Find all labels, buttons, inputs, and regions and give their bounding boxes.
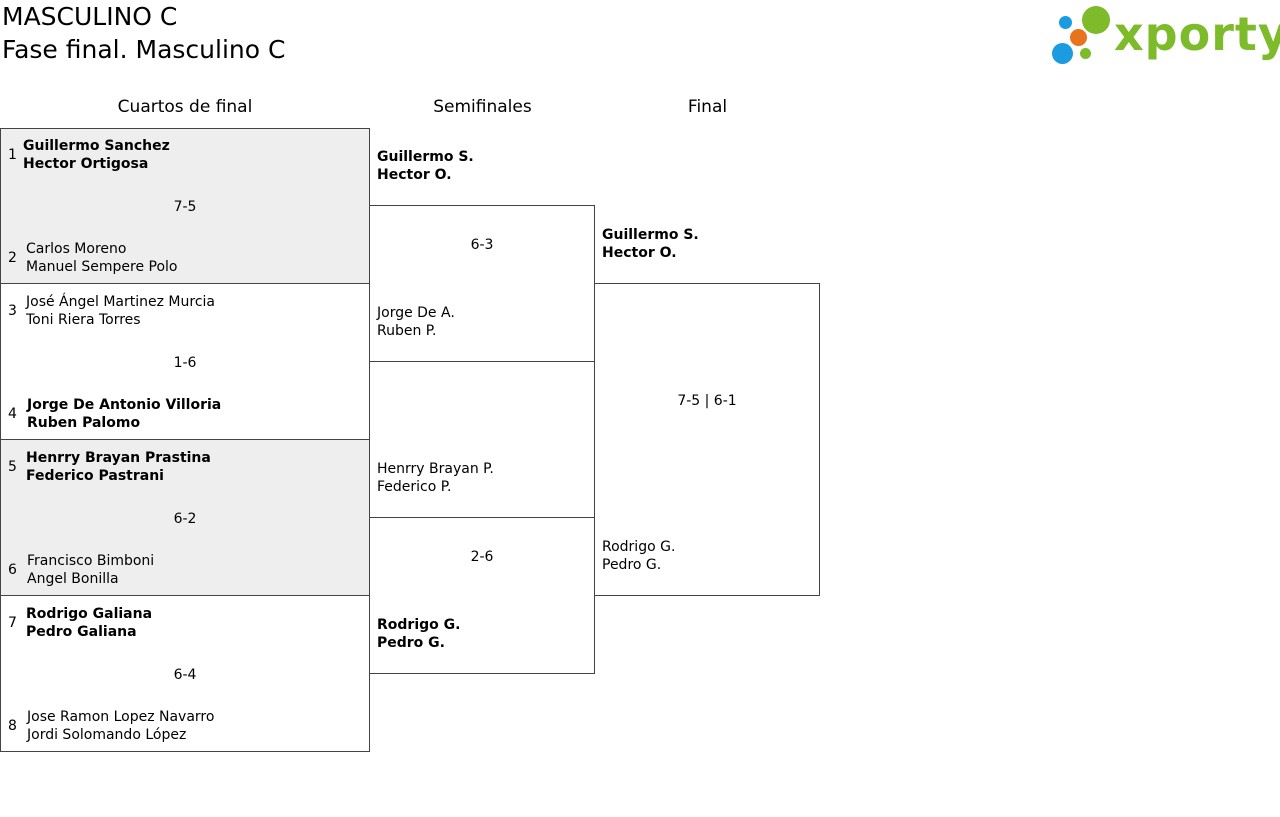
seed-number: 1 <box>8 147 17 163</box>
round-header-final: Final <box>687 97 728 117</box>
player-name: Guillermo S. <box>377 149 474 165</box>
team-bottom: Jorge De Antonio Villoria Ruben Palomo <box>27 396 221 432</box>
player-name: Ruben P. <box>377 323 437 339</box>
player-name: Jordi Solomando López <box>27 727 187 743</box>
quarterfinal-match-1: 1 Guillermo Sanchez Hector Ortigosa 7-5 … <box>0 128 370 284</box>
player-name: Henrry Brayan Prastina <box>26 450 211 466</box>
player-name: Guillermo Sanchez <box>23 138 170 154</box>
player-name: Jorge De A. <box>377 305 455 321</box>
final-team-top: Guillermo S. Hector O. <box>602 226 699 262</box>
player-name: Rodrigo Galiana <box>26 606 153 622</box>
semifinal-1-team-bottom: Jorge De A. Ruben P. <box>377 304 455 340</box>
match-score: 1-6 <box>173 355 197 371</box>
logo-dot-blue-large <box>1052 43 1073 64</box>
player-name: Jose Ramon Lopez Navarro <box>27 709 215 725</box>
player-name: Federico Pastrani <box>26 468 164 484</box>
match-score: 2-6 <box>470 549 494 565</box>
quarterfinal-match-2: 3 José Ángel Martinez Murcia Toni Riera … <box>0 283 370 440</box>
round-header-semifinals: Semifinales <box>433 97 532 117</box>
match-score: 6-2 <box>173 511 197 527</box>
player-name: Hector O. <box>602 245 677 261</box>
player-name: Pedro G. <box>377 635 445 651</box>
team-top: Henrry Brayan Prastina Federico Pastrani <box>26 449 211 485</box>
semifinal-match-2: 2-6 Rodrigo G. Pedro G. <box>369 517 595 674</box>
player-name: José Ángel Martinez Murcia <box>26 294 215 310</box>
team-bottom: Francisco Bimboni Angel Bonilla <box>27 552 154 588</box>
match-score: 7-5 <box>173 199 197 215</box>
team-top: Rodrigo Galiana Pedro Galiana <box>26 605 152 641</box>
player-name: Toni Riera Torres <box>26 312 141 328</box>
match-score: 7-5 | 6-1 <box>677 393 737 409</box>
seed-number: 4 <box>8 406 17 422</box>
xporty-logo: xporty <box>1050 2 1280 68</box>
match-score: 6-3 <box>470 237 494 253</box>
player-name: Manuel Sempere Polo <box>26 259 178 275</box>
logo-dot-green-large <box>1082 6 1110 34</box>
team-bottom: Jose Ramon Lopez Navarro Jordi Solomando… <box>27 708 214 744</box>
logo-wordmark: xporty <box>1114 7 1280 61</box>
player-name: Pedro Galiana <box>26 624 137 640</box>
semifinal-2-team-top: Henrry Brayan P. Federico P. <box>377 460 494 496</box>
seed-number: 7 <box>8 615 17 631</box>
seed-number: 6 <box>8 562 17 578</box>
player-name: Hector Ortigosa <box>23 156 149 172</box>
team-top: Guillermo Sanchez Hector Ortigosa <box>23 137 170 173</box>
phase-title: Fase final. Masculino C <box>2 35 286 64</box>
final-team-bottom: Rodrigo G. Pedro G. <box>602 538 675 574</box>
player-name: Rodrigo G. <box>602 539 676 555</box>
semifinal-1-team-top: Guillermo S. Hector O. <box>377 148 474 184</box>
final-match: 7-5 | 6-1 Rodrigo G. Pedro G. <box>594 283 820 596</box>
semifinal-match-1: 6-3 Jorge De A. Ruben P. <box>369 205 595 362</box>
player-name: Guillermo S. <box>602 227 699 243</box>
seed-number: 8 <box>8 718 17 734</box>
semifinal-2-team-bottom: Rodrigo G. Pedro G. <box>377 616 460 652</box>
player-name: Angel Bonilla <box>27 571 119 587</box>
quarterfinal-match-4: 7 Rodrigo Galiana Pedro Galiana 6-4 8 Jo… <box>0 595 370 752</box>
logo-dot-blue <box>1059 16 1072 29</box>
logo-dot-green-small <box>1080 48 1091 59</box>
logo-dot-orange <box>1070 29 1087 46</box>
round-header-quarterfinals: Cuartos de final <box>117 97 253 117</box>
player-name: Rodrigo G. <box>377 617 461 633</box>
player-name: Federico P. <box>377 479 452 495</box>
player-name: Jorge De Antonio Villoria <box>27 397 222 413</box>
team-bottom: Carlos Moreno Manuel Sempere Polo <box>26 240 177 276</box>
player-name: Carlos Moreno <box>26 241 127 257</box>
player-name: Francisco Bimboni <box>27 553 155 569</box>
team-top: José Ángel Martinez Murcia Toni Riera To… <box>26 293 215 329</box>
seed-number: 3 <box>8 303 17 319</box>
player-name: Ruben Palomo <box>27 415 141 431</box>
player-name: Henrry Brayan P. <box>377 461 494 477</box>
player-name: Pedro G. <box>602 557 662 573</box>
player-name: Hector O. <box>377 167 452 183</box>
quarterfinal-match-3: 5 Henrry Brayan Prastina Federico Pastra… <box>0 439 370 596</box>
seed-number: 5 <box>8 459 17 475</box>
match-score: 6-4 <box>173 667 197 683</box>
seed-number: 2 <box>8 250 17 266</box>
category-title: MASCULINO C <box>2 2 178 31</box>
